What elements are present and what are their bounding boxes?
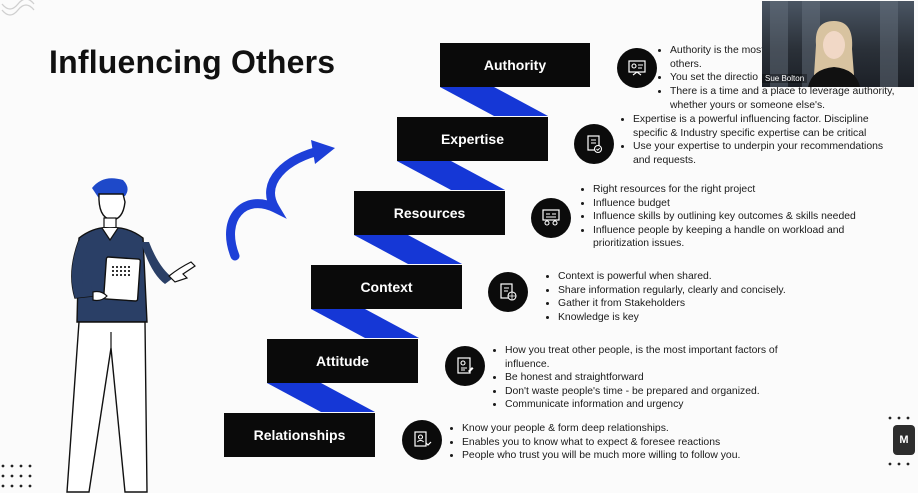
bullet-item: Authority is the most (670, 44, 820, 58)
bullet-item: Context is powerful when shared. (558, 270, 828, 284)
bullet-item: People who trust you will be much more w… (462, 449, 747, 463)
connector-5 (267, 383, 375, 412)
bullet-item: Don't waste people's time - be prepared … (505, 385, 805, 399)
authority-icon (617, 48, 657, 88)
connector-1 (440, 87, 548, 116)
context-icon (488, 272, 528, 312)
bullet-item: Influence budget (593, 197, 868, 211)
expertise-icon (574, 124, 614, 164)
bullet-item: Enables you to know what to expect & for… (462, 436, 747, 450)
step-label: Authority (483, 57, 547, 73)
expertise-bullets: Expertise is a powerful influencing fact… (621, 113, 901, 167)
bullet-item: There is a time and a place to leverage … (670, 85, 910, 112)
bullet-item: Right resources for the right project (593, 183, 868, 197)
bullet-item: Know your people & form deep relationshi… (462, 422, 747, 436)
bullet-item: Be honest and straightforward (505, 371, 805, 385)
step-label: Attitude (316, 353, 369, 369)
step-label: Resources (393, 205, 466, 221)
bullet-item: Communicate information and urgency (505, 398, 805, 412)
connector-4 (311, 309, 419, 338)
bullet-item: Use your expertise to underpin your reco… (633, 140, 901, 167)
bullet-item: Influence people by keeping a handle on … (593, 224, 868, 251)
step-label: Expertise (440, 131, 505, 147)
resources-bullets: Right resources for the right project In… (581, 183, 868, 251)
dot-grid-decoration-left (1, 464, 32, 488)
context-bullets: Context is powerful when shared. Share i… (546, 270, 828, 324)
slide-title: Influencing Others (49, 44, 336, 80)
step-label: Relationships (253, 427, 346, 443)
video-background-window (770, 1, 788, 87)
bullet-item: Gather it from Stakeholders (558, 297, 828, 311)
participant-avatar (808, 21, 860, 87)
participant-name-tag: Sue Bolton (762, 74, 808, 83)
dot-grid-decoration-right (888, 416, 910, 466)
connector-3 (354, 235, 462, 264)
step-authority: Authority (440, 43, 590, 87)
bullet-item: Knowledge is key (558, 311, 828, 325)
step-resources: Resources (354, 191, 505, 235)
bullet-item: Share information regularly, clearly and… (558, 284, 828, 298)
authority-bullets-extended: There is a time and a place to leverage … (658, 85, 910, 112)
bullet-item: You set the directio (670, 71, 820, 85)
attitude-bullets: How you treat other people, is the most … (493, 344, 805, 412)
curved-arrow-icon (226, 140, 335, 261)
attitude-icon (445, 346, 485, 386)
step-context: Context (311, 265, 462, 309)
presenter-illustration (66, 178, 196, 493)
connector-2 (397, 161, 505, 190)
relationships-bullets: Know your people & form deep relationshi… (450, 422, 747, 463)
participant-video[interactable] (762, 1, 914, 87)
step-relationships: Relationships (224, 413, 375, 457)
bullet-item: How you treat other people, is the most … (505, 344, 805, 371)
bullet-item: Expertise is a powerful influencing fact… (633, 113, 901, 140)
bullet-item: others. (670, 58, 702, 70)
bullet-item: Influence skills by outlining key outcom… (593, 210, 868, 224)
step-attitude: Attitude (267, 339, 418, 383)
video-background-window (880, 1, 898, 87)
step-label: Context (360, 279, 413, 295)
corner-swirl-decoration (1, 0, 35, 16)
authority-bullets: Authority is the most others. You set th… (658, 44, 820, 85)
resources-icon (531, 198, 571, 238)
step-expertise: Expertise (397, 117, 548, 161)
relationships-icon (402, 420, 442, 460)
floating-app-button[interactable]: M (893, 425, 915, 455)
